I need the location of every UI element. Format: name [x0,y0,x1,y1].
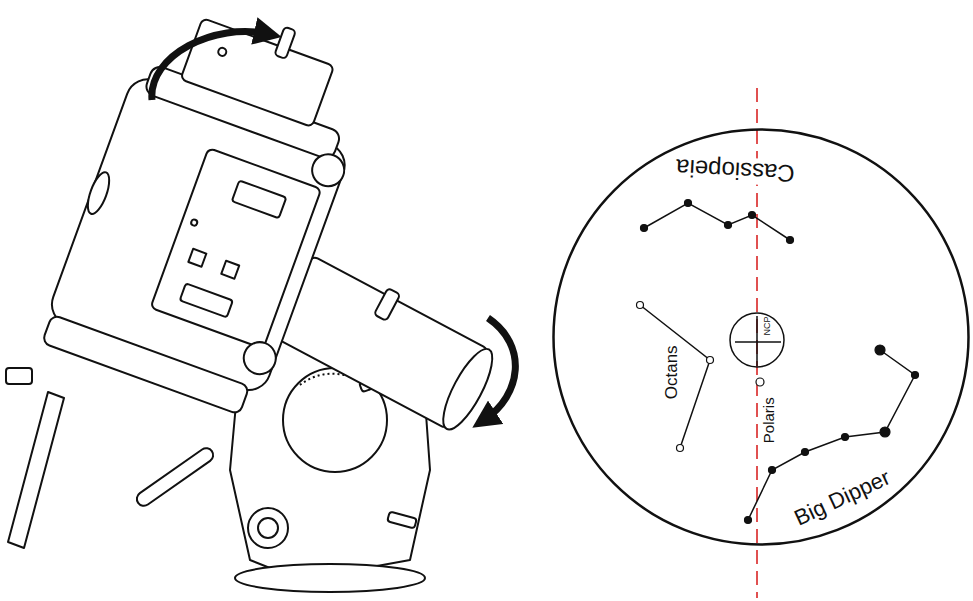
star-dot [912,372,919,379]
led [190,219,198,227]
constellation-label: Cassiopeia [673,154,797,187]
clamp-lever [274,27,296,59]
constellation-label: Big Dipper [790,465,893,530]
constellation-line [644,203,790,240]
polar-scope-reticle: CassiopeiaOctansPolarisBig Dipper NCP [552,128,970,546]
constellation-label: Octans [663,345,682,399]
star-dot [787,237,794,244]
ncp-circle-outline [730,313,784,367]
altitude-knob [258,518,278,538]
node-outline [552,128,970,546]
bolt [239,338,280,379]
clamp-lever [374,288,400,321]
pole-label: NCP [763,316,773,335]
star-dot [756,378,764,386]
node-outline [729,312,785,368]
screw [217,47,227,57]
port [232,180,287,218]
star-dot [749,212,756,219]
constellation-line [640,305,710,448]
reticle-circle [554,130,969,545]
crosshair [756,316,758,366]
side-knob [83,170,113,217]
star-dot [842,434,849,441]
knob [6,368,32,384]
star-dot [725,222,732,229]
bolt [308,150,349,191]
crosshair [735,341,781,343]
dec-ring [434,343,501,436]
star-dot [685,200,692,207]
base-plate [235,564,425,592]
altitude-knob [248,508,288,548]
ncp-circle: NCP [729,312,785,368]
star-dot [745,517,752,524]
control-panel [150,148,321,349]
star-dot [707,357,714,364]
lever [387,512,417,529]
port [221,261,239,279]
star-dot [880,427,890,437]
star-dot [802,449,809,456]
star-dot [641,225,648,232]
star-dot [769,467,776,474]
star-dot [637,302,644,309]
star-dot [677,445,684,452]
star-dot [875,345,885,355]
star-label: Polaris [761,395,778,445]
tripod-shaft [8,392,64,548]
port [180,283,233,317]
rotation-arrow [484,318,515,420]
rotation-arrow [152,32,268,100]
port [188,249,206,267]
handle [134,445,216,508]
